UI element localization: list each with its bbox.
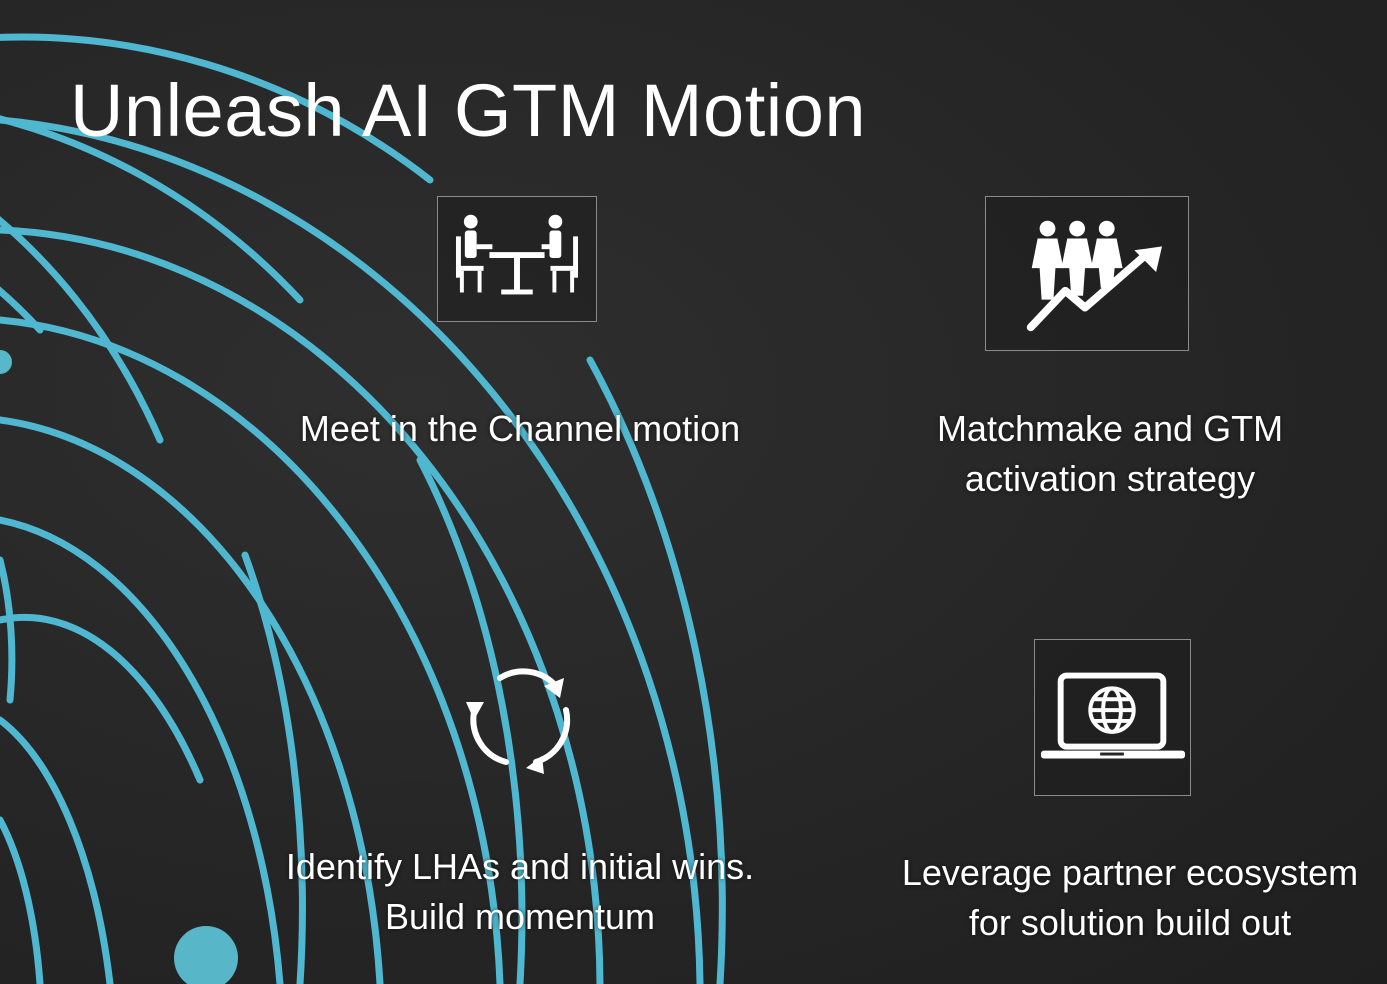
caption-line: Matchmake and GTM	[936, 408, 1284, 449]
team-growth-arrow-icon	[1026, 220, 1163, 332]
caption-matchmake: Matchmake and GTM activation strategy	[880, 404, 1340, 504]
cycle-arrows-icon	[466, 668, 571, 774]
caption-leverage-partner: Leverage partner ecosystem for solution …	[880, 848, 1380, 948]
team-growth-icon-frame	[985, 196, 1189, 351]
caption-line: activation strategy	[964, 458, 1256, 499]
slide-title: Unleash AI GTM Motion	[70, 68, 867, 152]
caption-meet-in-channel: Meet in the Channel motion	[270, 404, 770, 454]
caption-line: for solution build out	[968, 902, 1292, 943]
laptop-globe-icon	[1040, 672, 1186, 759]
caption-line: Identify LHAs and initial wins.	[285, 846, 755, 887]
laptop-globe-icon-frame	[1034, 639, 1191, 796]
caption-line: Build momentum	[384, 896, 656, 937]
caption-line: Meet in the Channel motion	[299, 408, 741, 449]
caption-identify-lhas: Identify LHAs and initial wins. Build mo…	[250, 842, 790, 942]
caption-line: Leverage partner ecosystem	[901, 852, 1359, 893]
meeting-table-icon	[455, 214, 579, 295]
meeting-icon-frame	[437, 196, 597, 322]
